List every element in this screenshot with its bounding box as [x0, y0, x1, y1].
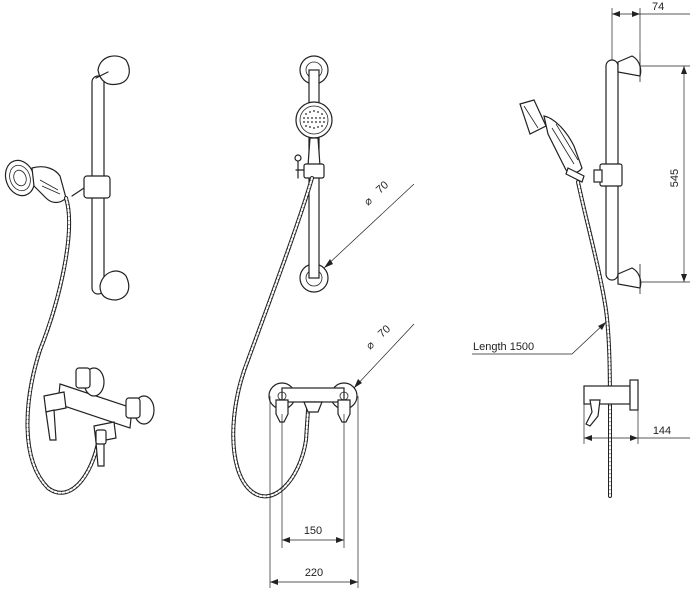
side-top-bracket [617, 55, 642, 77]
valve-centres-extension-lines [281, 414, 345, 548]
side-handle [543, 115, 583, 174]
valve-diameter-leader [353, 323, 415, 389]
perspective-top-bracket [97, 55, 130, 86]
side-slider [599, 163, 623, 187]
bracket-diameter-label: 70 [374, 179, 391, 196]
side-bottom-bracket [617, 267, 642, 289]
front-outlet [303, 401, 323, 413]
valve-centres-label: 150 [304, 525, 322, 537]
front-view: ⌀ 70 ⌀ 70 150 220 [231, 55, 415, 588]
front-handle [307, 137, 321, 167]
perspective-left-lever [43, 391, 67, 413]
side-hose [576, 180, 612, 498]
front-right-lever [337, 399, 351, 423]
front-nozzles [303, 110, 325, 129]
side-shower-head [519, 99, 547, 135]
bar-height-label: 545 [669, 169, 681, 187]
wall-offset-label: 144 [653, 425, 671, 437]
perspective-hose [25, 196, 102, 495]
perspective-bottom-bracket [99, 270, 130, 301]
perspective-view [4, 55, 155, 495]
side-view: 74 545 Length 1500 144 [472, 1, 690, 498]
hose-length-leader [472, 321, 607, 355]
front-mixer-body [281, 387, 345, 403]
valve-width-extension-lines [269, 396, 359, 588]
bar-offset-label: 74 [652, 1, 664, 13]
bracket-diameter-symbol: ⌀ [362, 195, 375, 209]
valve-diameter-symbol: ⌀ [364, 339, 377, 353]
bracket-diameter-leader [323, 183, 415, 269]
front-shower-head [295, 101, 333, 139]
valve-diameter-label: 70 [376, 323, 393, 340]
bar-offset-extension-lines [611, 8, 641, 60]
side-wall-flange [629, 379, 639, 411]
bar-height-extension-lines [640, 65, 690, 283]
side-lever [585, 399, 601, 427]
perspective-slider [83, 175, 111, 199]
front-slider [303, 163, 325, 179]
front-left-lever [275, 399, 289, 423]
front-hose [231, 176, 314, 499]
valve-width-label: 220 [305, 567, 323, 579]
hose-length-label: Length 1500 [473, 341, 534, 353]
